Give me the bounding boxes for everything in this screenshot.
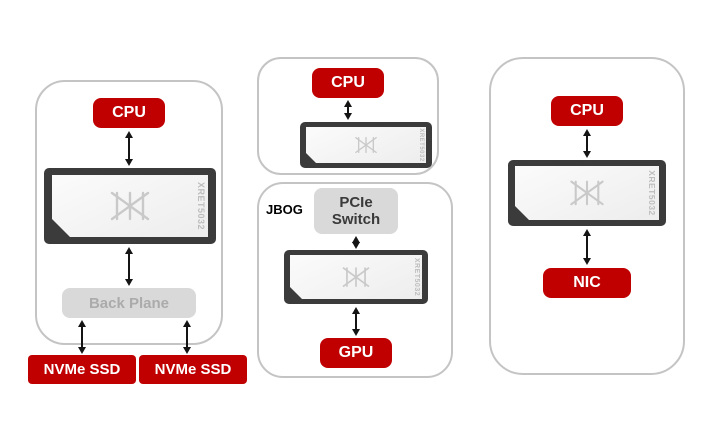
nvme-ssd-node: NVMe SSD <box>139 355 247 384</box>
chip-logo-icon <box>353 136 379 154</box>
backplane-label: Back Plane <box>88 294 170 312</box>
chip-body: XRET5032 <box>52 175 208 237</box>
double-arrow-icon <box>342 100 354 120</box>
cpu-label: CPU <box>112 104 146 121</box>
double-arrow-icon <box>581 229 593 265</box>
chip-part-number: XRET5032 <box>418 128 424 162</box>
double-arrow-icon <box>350 307 362 336</box>
cpu-node: CPU <box>93 98 165 128</box>
double-arrow-icon <box>350 236 362 249</box>
double-arrow-icon <box>123 131 135 166</box>
retimer-chip: XRET5032 <box>508 160 666 226</box>
backplane-node: Back Plane <box>62 288 196 318</box>
double-arrow-icon <box>581 129 593 158</box>
gpu-node: GPU <box>320 338 392 368</box>
pcie-switch-node: PCIe Switch <box>314 188 398 234</box>
retimer-chip: XRET5032 <box>284 250 428 304</box>
nvme-ssd-label: NVMe SSD <box>154 361 232 378</box>
gpu-label: GPU <box>338 344 374 361</box>
double-arrow-icon <box>123 247 135 286</box>
chip-part-number: XRET5032 <box>196 181 206 231</box>
cpu-label: CPU <box>570 102 604 119</box>
jbog-label: JBOG <box>266 202 303 217</box>
chip-body: XRET5032 <box>306 127 426 163</box>
chip-logo-icon <box>567 179 607 207</box>
retimer-chip: XRET5032 <box>44 168 216 244</box>
chip-logo-icon <box>340 266 372 288</box>
nvme-ssd-label: NVMe SSD <box>43 361 121 378</box>
pcie-switch-label: PCIe Switch <box>331 193 381 228</box>
nic-node: NIC <box>543 268 631 298</box>
nvme-ssd-node: NVMe SSD <box>28 355 136 384</box>
nic-label: NIC <box>573 274 601 291</box>
retimer-chip: XRET5032 <box>300 122 432 168</box>
cpu-node: CPU <box>312 68 384 98</box>
cpu-label: CPU <box>331 74 365 91</box>
double-arrow-icon <box>76 320 88 354</box>
chip-body: XRET5032 <box>515 166 659 220</box>
chip-body: XRET5032 <box>290 255 422 299</box>
chip-part-number: XRET5032 <box>413 257 420 297</box>
chip-logo-icon <box>107 190 153 222</box>
chip-part-number: XRET5032 <box>647 170 657 216</box>
double-arrow-icon <box>181 320 193 354</box>
cpu-node: CPU <box>551 96 623 126</box>
